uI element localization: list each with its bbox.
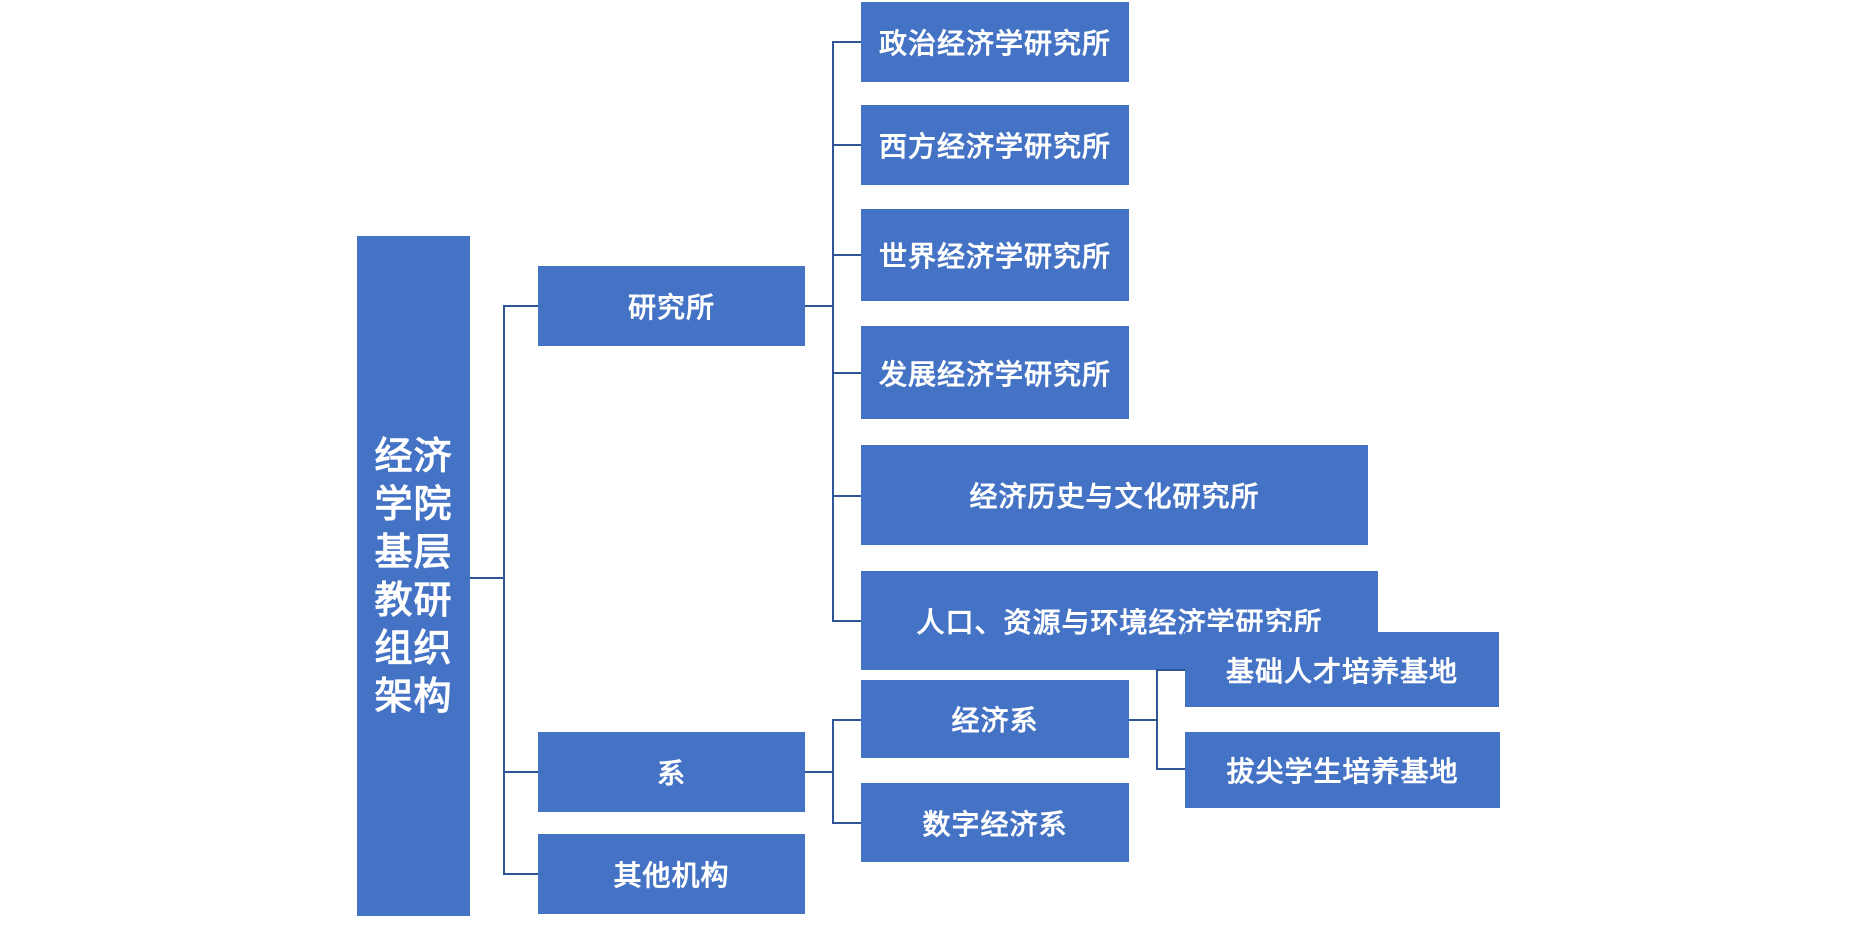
node-label: 发展经济学研究所 — [878, 357, 1111, 391]
connector-base — [1156, 768, 1185, 770]
node-label: 研究所 — [627, 291, 715, 324]
node-institute: 经济历史与文化研究所 — [861, 445, 1368, 545]
connector-to-research — [503, 305, 538, 307]
node-department-digital-economics: 数字经济系 — [861, 783, 1129, 862]
node-label: 经济系 — [951, 704, 1039, 737]
root-label-line: 组织 — [374, 626, 453, 670]
node-label: 系 — [656, 757, 686, 790]
node-label: 世界经济学研究所 — [878, 240, 1111, 273]
connector-departments-trunk — [832, 719, 834, 824]
connector-department — [832, 822, 861, 824]
connector-institute — [832, 495, 861, 497]
node-label: 基础人才培养基地 — [1225, 654, 1458, 688]
connector-to-other — [503, 873, 538, 875]
node-other-institutions: 其他机构 — [538, 834, 805, 914]
node-base: 拔尖学生培养基地 — [1185, 732, 1500, 808]
root-label-line: 经济 — [374, 434, 453, 478]
node-departments: 系 — [538, 732, 805, 812]
node-label: 经济历史与文化研究所 — [969, 480, 1260, 513]
root-label-line: 学院 — [374, 482, 453, 526]
node-label: 数字经济系 — [922, 807, 1068, 841]
node-research-institutes: 研究所 — [538, 266, 805, 346]
connector-institute — [832, 372, 861, 374]
node-institute: 人口、资源与环境经济学研究所 — [861, 571, 1378, 670]
connector-institute — [832, 620, 861, 622]
node-label: 政治经济学研究所 — [878, 27, 1111, 60]
connector-research-out — [805, 305, 834, 307]
connector-departments-out — [805, 771, 834, 773]
connector-research-trunk — [832, 41, 834, 621]
node-department-economics: 经济系 — [861, 680, 1129, 758]
node-institute: 发展经济学研究所 — [861, 326, 1129, 419]
node-label: 西方经济学研究所 — [878, 130, 1111, 163]
node-institute: 世界经济学研究所 — [861, 209, 1129, 301]
node-base: 基础人才培养基地 — [1185, 632, 1499, 707]
connector-base — [1156, 669, 1185, 671]
root-label-line: 基层 — [374, 530, 453, 574]
connector-department — [832, 719, 861, 721]
root-label-line: 教研 — [374, 578, 453, 622]
connector-bases-out — [1129, 719, 1158, 721]
connector-to-departments — [503, 771, 538, 773]
connector-institute — [832, 144, 861, 146]
root-node: 经济 学院 基层 教研 组织 架构 — [357, 236, 470, 916]
connector-institute — [832, 41, 861, 43]
connector-root-trunk — [503, 305, 505, 875]
node-institute: 西方经济学研究所 — [861, 105, 1129, 185]
connector-bases-trunk — [1156, 669, 1158, 770]
node-label: 拔尖学生培养基地 — [1226, 755, 1459, 788]
node-institute: 政治经济学研究所 — [861, 2, 1129, 82]
connector-institute — [832, 254, 861, 256]
node-label: 其他机构 — [613, 859, 730, 892]
connector-root — [470, 577, 505, 579]
root-label-line: 架构 — [374, 674, 453, 718]
